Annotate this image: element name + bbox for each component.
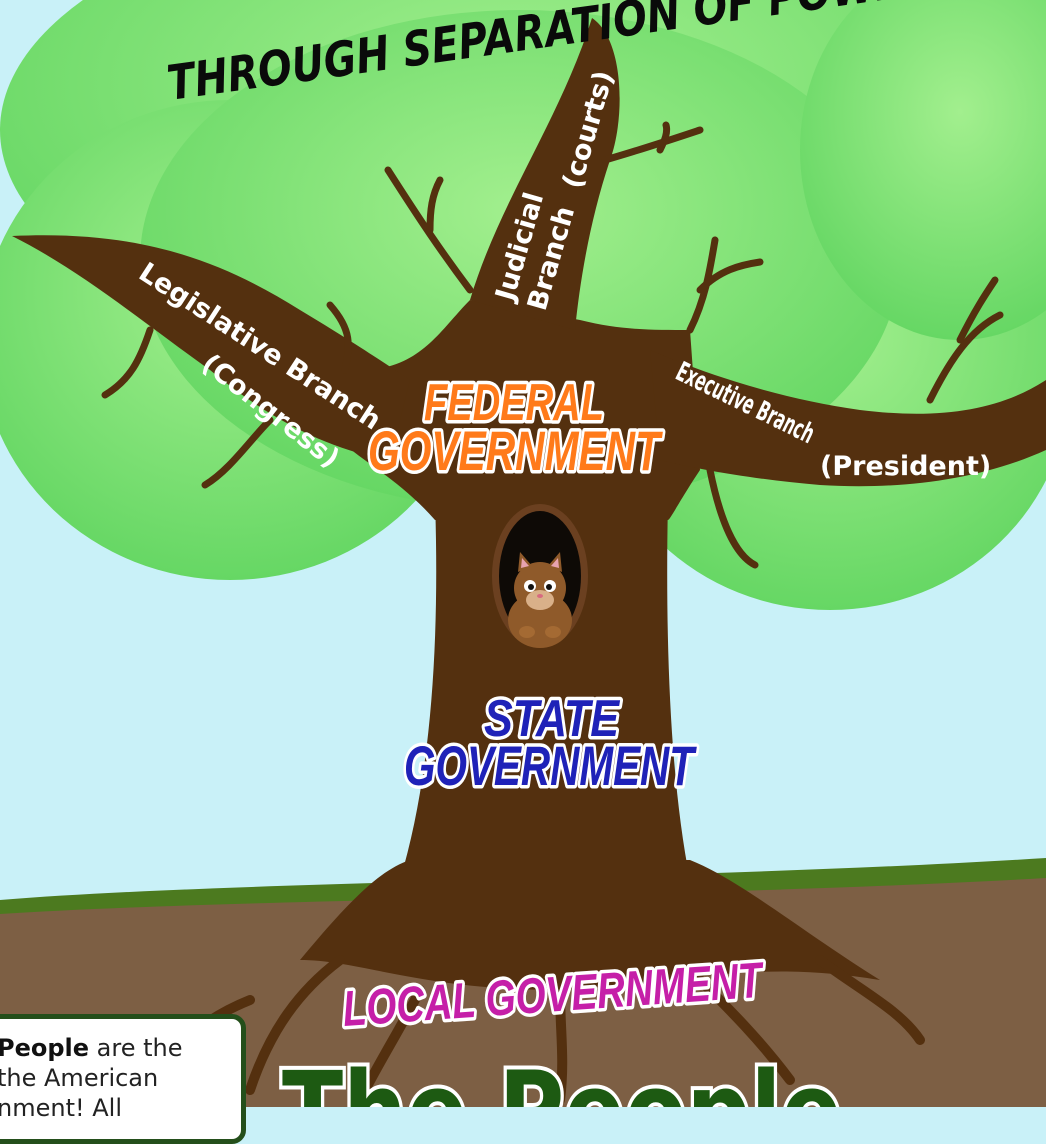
note-line-2: the American: [0, 1064, 159, 1092]
tree-illustration: THROUGH SEPARATION OF POWERS Legislative…: [0, 0, 1046, 1107]
executive-branch-subtitle: (President): [820, 451, 991, 482]
note-line-1-rest: are the: [89, 1034, 183, 1062]
state-government-line2: GOVERNMENT: [404, 734, 697, 797]
note-bold-word: People: [0, 1034, 90, 1062]
note-line-1: People are the: [0, 1033, 231, 1063]
note-line-3: nment! All: [0, 1094, 122, 1122]
federal-government-line2: GOVERNMENT: [368, 419, 663, 482]
federal-government-line1: FEDERAL: [424, 374, 604, 432]
tree-twigs: [101, 121, 1004, 569]
tree-trunk: [12, 18, 1046, 990]
the-people-title: The People: [282, 1048, 842, 1107]
squirrel-icon: [508, 552, 572, 648]
people-note-box: People are the the American nment! All: [0, 1014, 246, 1144]
state-government-line1: STATE: [484, 690, 620, 748]
